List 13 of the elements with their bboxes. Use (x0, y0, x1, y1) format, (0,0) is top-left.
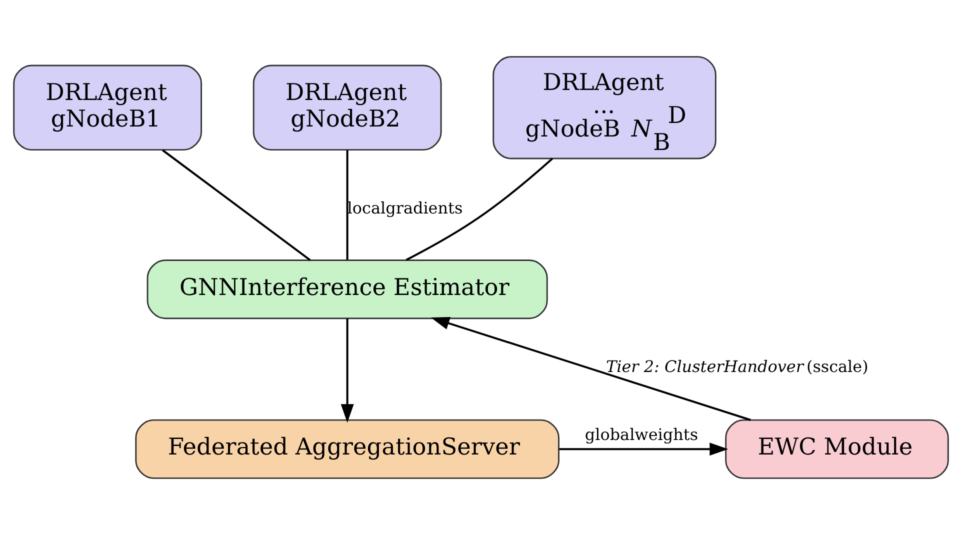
edge-label: globalweights (584, 424, 698, 444)
node-box: DRLAgent gNodeB1 (13, 64, 202, 150)
arrow (430, 316, 751, 420)
arrow (559, 442, 728, 456)
edge-label: Tier 2: ClusterHandover (sscale) (606, 356, 868, 376)
connector (406, 157, 554, 260)
connector (162, 148, 311, 260)
node-box: Federated AggregationServer (135, 418, 560, 478)
node-box: EWC Module (725, 418, 949, 478)
connector (346, 150, 348, 260)
node-box: GNNInterference Estimator (146, 259, 548, 319)
node-box: DRLAgent gNodeB2 (252, 64, 442, 150)
arrow (340, 318, 354, 422)
